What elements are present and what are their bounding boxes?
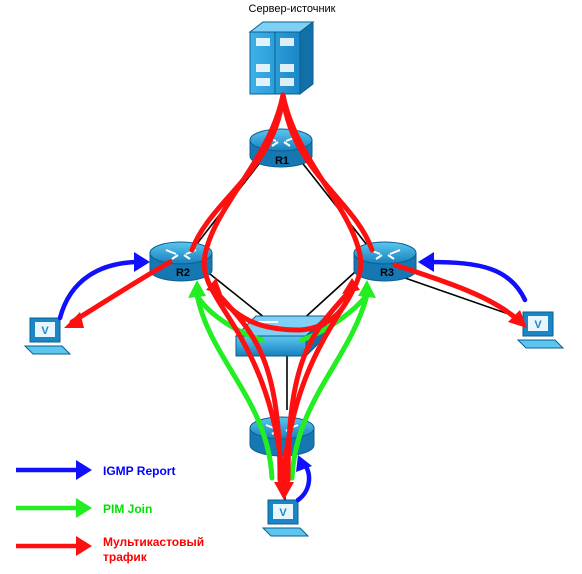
server-label: Сервер-источник: [249, 3, 336, 15]
router-r1-label: R1: [275, 155, 289, 167]
pc-right-icon: V: [516, 311, 565, 349]
legend-item-multicast: Мультикастовый трафик: [16, 535, 204, 564]
pc-left-icon: V: [23, 317, 72, 355]
svg-text:V: V: [534, 319, 542, 331]
svg-text:V: V: [279, 507, 287, 519]
pim-join-arrows: [194, 292, 370, 481]
server-icon: [248, 20, 315, 96]
igmp-report-arrowheads: [134, 252, 434, 472]
legend-item-igmp: IGMP Report: [16, 460, 175, 480]
legend-label-multicast-line1: Мультикастовый: [103, 535, 204, 549]
svg-text:V: V: [41, 325, 49, 337]
legend-label-igmp: IGMP Report: [103, 464, 175, 478]
legend-item-pim: PIM Join: [16, 498, 152, 518]
legend: IGMP Report PIM Join Мультикастовый траф…: [16, 460, 204, 564]
router-r3-label: R3: [380, 267, 394, 279]
legend-label-multicast-line2: трафик: [103, 550, 148, 564]
multicast-arrows: [69, 92, 521, 483]
legend-label-pim: PIM Join: [103, 502, 152, 516]
pc-bottom-icon: V: [261, 499, 310, 537]
multicast-arrowheads: [64, 278, 527, 500]
pim-join-arrowheads: [188, 280, 376, 298]
router-r2-label: R2: [176, 267, 190, 279]
